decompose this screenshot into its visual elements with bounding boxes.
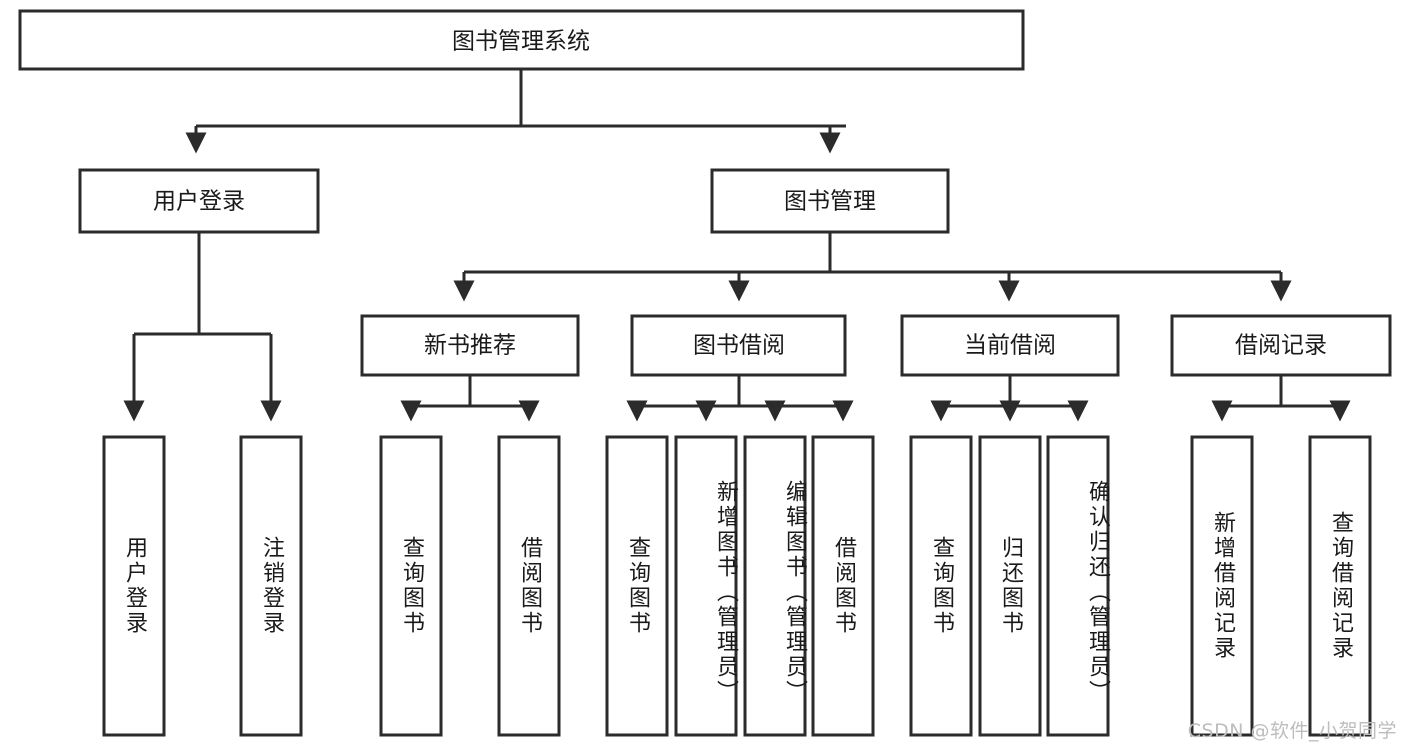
node-root-label: 图书管理系统 xyxy=(452,29,590,55)
node-root-box[interactable] xyxy=(18,9,1025,71)
node-leaf-user-logout-box[interactable] xyxy=(239,435,303,737)
node-user-login[interactable]: 用户登录 xyxy=(78,168,320,234)
edge-current-borrow-to-leaves xyxy=(930,375,1089,422)
node-leaf-borrow-book-2-box[interactable] xyxy=(811,435,875,737)
node-current-borrow[interactable]: 当前借阅 xyxy=(900,314,1120,377)
node-root[interactable]: 图书管理系统 xyxy=(18,9,1025,71)
node-book-borrow-label: 图书借阅 xyxy=(693,333,785,359)
edge-user-login-to-leaves xyxy=(123,232,282,422)
node-new-book-recommend-box[interactable] xyxy=(360,314,580,377)
node-leaf-query-record-box[interactable] xyxy=(1308,435,1372,737)
node-current-borrow-box[interactable] xyxy=(900,314,1120,377)
node-new-book-recommend-label: 新书推荐 xyxy=(424,333,516,359)
node-current-borrow-label: 当前借阅 xyxy=(964,333,1056,359)
node-leaf-add-book-box[interactable] xyxy=(674,435,738,737)
node-leaf-edit-book-box[interactable] xyxy=(743,435,807,737)
edge-book-borrow-to-leaves xyxy=(626,375,854,422)
edge-book-manage-to-level3 xyxy=(453,232,1292,302)
node-user-login-label: 用户登录 xyxy=(153,189,245,215)
edge-new-book-recommend-to-leaves xyxy=(400,375,540,422)
node-new-book-recommend[interactable]: 新书推荐 xyxy=(360,314,580,377)
node-leaf-query-book-1-box[interactable] xyxy=(379,435,443,737)
node-borrow-record[interactable]: 借阅记录 xyxy=(1170,314,1392,377)
node-leaf-borrow-book-1-box[interactable] xyxy=(497,435,561,737)
node-leaf-query-book-2-box[interactable] xyxy=(605,435,669,737)
node-book-manage[interactable]: 图书管理 xyxy=(710,168,950,234)
node-book-manage-label: 图书管理 xyxy=(784,189,876,215)
node-leaf-query-book-3-box[interactable] xyxy=(909,435,973,737)
edge-root-to-level2 xyxy=(185,69,846,154)
node-user-login-box[interactable] xyxy=(78,168,320,234)
node-book-borrow[interactable]: 图书借阅 xyxy=(630,314,847,377)
edge-borrow-record-to-leaves xyxy=(1211,375,1351,422)
csdn-watermark: CSDN @软件_小贺同学 xyxy=(1187,720,1397,742)
node-leaf-user-login-box[interactable] xyxy=(102,435,166,737)
node-leaf-add-record-box[interactable] xyxy=(1190,435,1254,737)
node-leaf-return-book-box[interactable] xyxy=(978,435,1042,737)
node-leaf-confirm-return-box[interactable] xyxy=(1046,435,1110,737)
node-borrow-record-label: 借阅记录 xyxy=(1235,333,1327,359)
